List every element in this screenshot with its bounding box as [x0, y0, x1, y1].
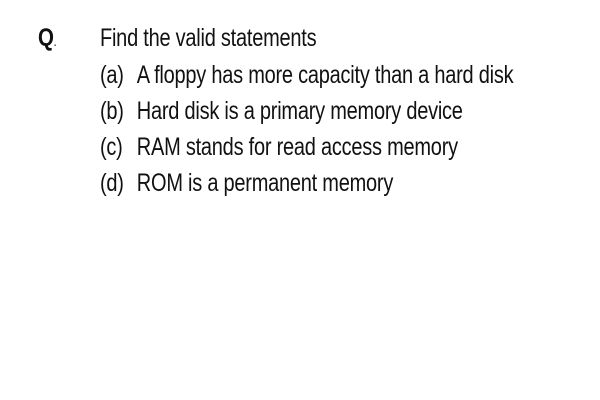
option-a-letter: (a)	[100, 61, 124, 89]
option-c-text: RAM stands for read access memory	[136, 133, 458, 161]
question-label-letter: Q	[38, 24, 54, 52]
option-a-text: A floppy has more capacity than a hard d…	[136, 61, 514, 89]
option-b-letter: (b)	[100, 97, 124, 125]
option-d: (d) ROM is a permanent memory	[100, 168, 513, 204]
option-c-letter: (c)	[100, 133, 123, 161]
question-label-dot: .	[53, 33, 57, 49]
option-c: (c) RAM stands for read access memory	[100, 132, 513, 168]
option-a: (a) A floppy has more capacity than a har…	[100, 60, 514, 96]
question-stem: Find the valid statements	[100, 24, 317, 52]
option-b-text: Hard disk is a primary memory device	[136, 97, 463, 125]
option-d-text: ROM is a permanent memory	[136, 169, 394, 197]
option-b: (b) Hard disk is a primary memory device	[100, 96, 513, 132]
question-label: Q.	[38, 24, 57, 53]
option-d-letter: (d)	[100, 169, 124, 197]
options-list: (a) A floppy has more capacity than a har…	[100, 60, 600, 204]
